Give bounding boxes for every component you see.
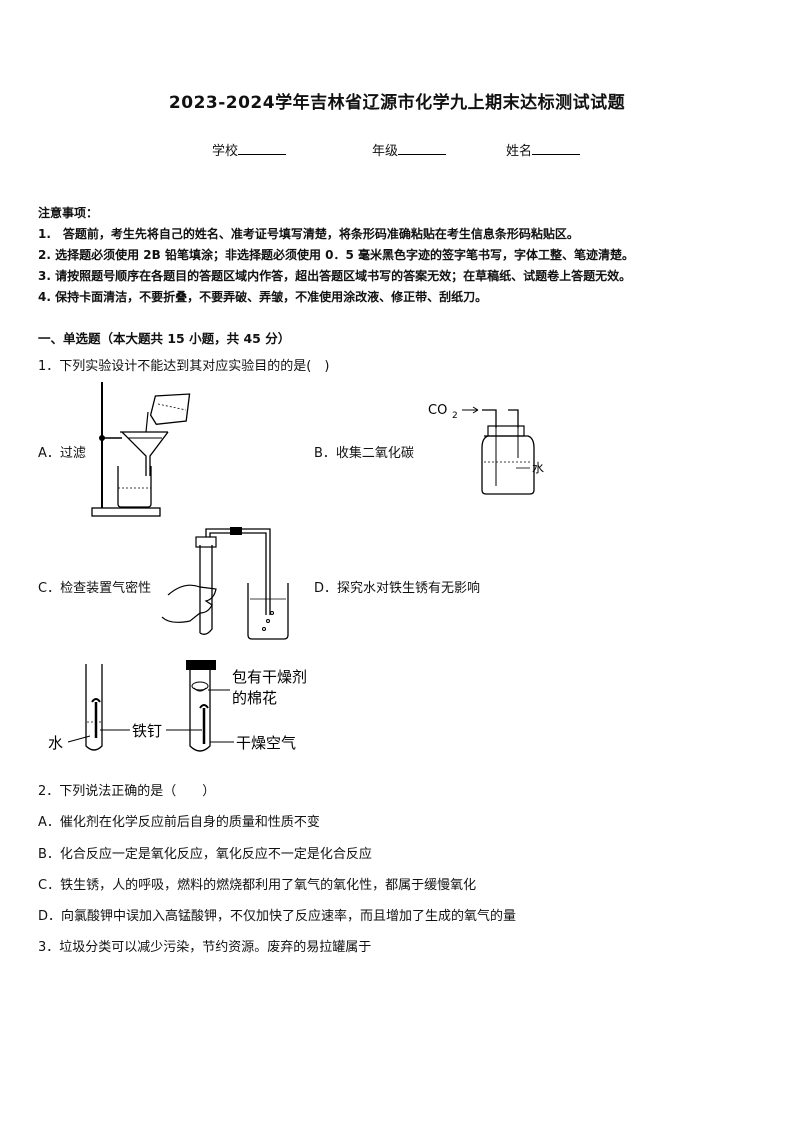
- school-blank[interactable]: [238, 142, 287, 155]
- school-label: 学校: [212, 144, 239, 159]
- iron-rust-figure: 水 铁钉 包有干燥剂 的棉花 干燥空气: [48, 660, 307, 752]
- grade-label: 年级: [372, 144, 399, 159]
- fig-d-water-label: 水: [48, 734, 63, 752]
- question-2-stem: 2．下列说法正确的是（ ）: [38, 784, 216, 799]
- q2-option-b[interactable]: B．化合反应一定是氧化反应，氧化反应不一定是化合反应: [38, 847, 372, 862]
- q2-option-a[interactable]: A．催化剂在化学反应前后自身的质量和性质不变: [38, 815, 320, 830]
- fig-d-cotton-label-1: 包有干燥剂: [232, 668, 307, 686]
- co2-subscript: 2: [452, 411, 458, 421]
- co2-label: CO: [428, 403, 447, 418]
- question-3-stem: 3．垃圾分类可以减少污染，节约资源。废弃的易拉罐属于: [38, 940, 372, 955]
- notes-item: 2. 选择题必须使用 2B 铅笔填涂；非选择题必须使用 0．5 毫米黑色字迹的签…: [38, 248, 634, 262]
- fig-d-air-label: 干燥空气: [236, 734, 296, 752]
- notes-item: 3. 请按照题号顺序在各题目的答题区域内作答，超出答题区域书写的答案无效；在草稿…: [38, 269, 632, 283]
- co2-collection-figure: CO 2 水: [428, 403, 544, 495]
- airtightness-figure: [161, 527, 289, 640]
- grade-field[interactable]: 年级: [372, 140, 447, 159]
- water-label: 水: [532, 461, 544, 475]
- q2-option-d[interactable]: D．向氯酸钾中误加入高锰酸钾，不仅加快了反应速率，而且增加了生成的氧气的量: [38, 909, 517, 924]
- notes-heading: 注意事项：: [38, 206, 99, 220]
- notes-item: 4. 保持卡面清洁，不要折叠，不要弄破、弄皱，不准使用涂改液、修正带、刮纸刀。: [38, 290, 488, 304]
- q1-option-a[interactable]: A．过滤: [38, 446, 86, 461]
- school-field[interactable]: 学校: [212, 140, 287, 159]
- name-blank[interactable]: [532, 142, 581, 155]
- question-1-stem: 1．下列实验设计不能达到其对应实验目的的是( ): [38, 359, 330, 374]
- q1-option-d[interactable]: D．探究水对铁生锈有无影响: [314, 581, 481, 596]
- grade-blank[interactable]: [398, 142, 447, 155]
- notes-item: 1. 答题前，考生先将自己的姓名、准考证号填写清楚，将条形码准确粘贴在考生信息条…: [38, 227, 579, 241]
- q1-option-c[interactable]: C．检查装置气密性: [38, 581, 152, 596]
- q1-option-b[interactable]: B．收集二氧化碳: [314, 446, 414, 461]
- section-heading: 一、单选题（本大题共 15 小题，共 45 分）: [38, 331, 291, 346]
- q2-option-c[interactable]: C．铁生锈，人的呼吸，燃料的燃烧都利用了氧气的氧化性，都属于缓慢氧化: [38, 878, 477, 893]
- name-field[interactable]: 姓名: [506, 140, 581, 159]
- notes-block: 注意事项： 1. 答题前，考生先将自己的姓名、准考证号填写清楚，将条形码准确粘贴…: [38, 203, 634, 308]
- fig-d-nail-label: 铁钉: [132, 722, 162, 740]
- page-title: 2023-2024学年吉林省辽源市化学九上期末达标测试试题: [168, 93, 626, 113]
- filtration-figure: [91, 382, 191, 517]
- fig-d-cotton-label-2: 的棉花: [232, 689, 277, 707]
- name-label: 姓名: [506, 144, 533, 159]
